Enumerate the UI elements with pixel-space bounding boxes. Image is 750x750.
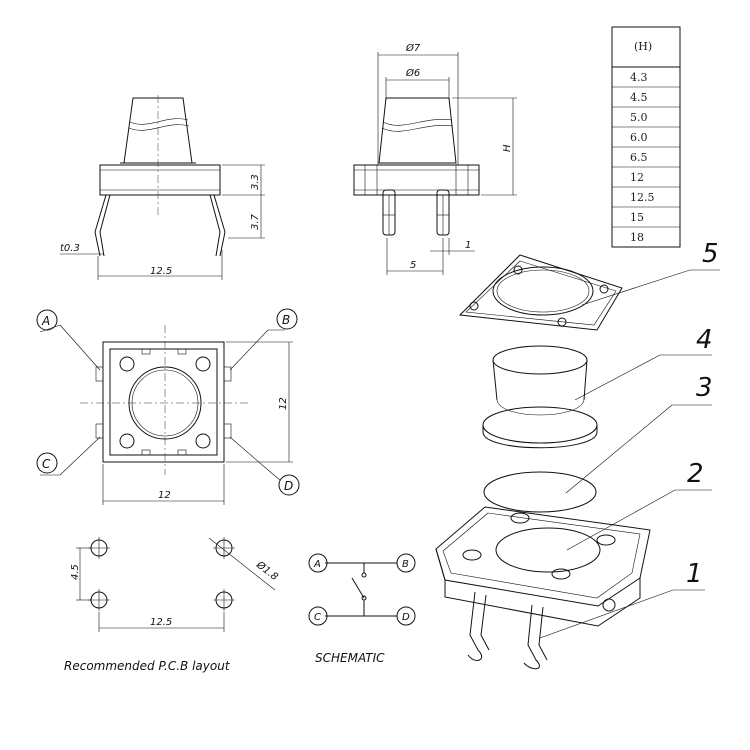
height-table-row: 15 bbox=[630, 211, 644, 224]
height-table-row: 6.0 bbox=[630, 131, 648, 144]
dim-5: 5 bbox=[410, 260, 416, 271]
top-view: A B C D 12 12 bbox=[36, 308, 300, 505]
pcb-hole bbox=[213, 589, 235, 611]
part-5-label: 5 bbox=[702, 239, 719, 269]
schematic-caption: SCHEMATIC bbox=[315, 651, 385, 665]
height-table-row: 18 bbox=[630, 231, 644, 244]
height-table: (H) 4.3 4.5 5.0 6.0 6.5 12 12.5 15 18 bbox=[611, 26, 681, 248]
part-2-label: 2 bbox=[687, 459, 704, 489]
dim-d6: Ø6 bbox=[405, 67, 420, 79]
dim-1: 1 bbox=[465, 240, 471, 251]
schematic-pin-a: A bbox=[313, 559, 321, 570]
dim-12-5-front: 12.5 bbox=[150, 266, 172, 277]
height-table-row: 4.5 bbox=[630, 91, 648, 104]
pin-d-label: D bbox=[284, 479, 293, 493]
part-3-label: 3 bbox=[696, 373, 713, 403]
dim-pcb-4-5: 4.5 bbox=[70, 564, 81, 580]
exploded-view: 5 4 3 2 1 bbox=[435, 239, 720, 670]
part-4-label: 4 bbox=[696, 325, 713, 355]
schematic: A B C D SCHEMATIC bbox=[308, 553, 416, 665]
dim-3-7: 3.7 bbox=[250, 213, 261, 230]
pin-c-label: C bbox=[42, 457, 51, 471]
dim-12-width: 12 bbox=[158, 490, 171, 501]
schematic-pin-b: B bbox=[402, 559, 409, 570]
part-1-label: 1 bbox=[686, 559, 703, 589]
pcb-layout-caption: Recommended P.C.B layout bbox=[64, 659, 231, 673]
dim-pcb-d1-8: Ø1.8 bbox=[253, 558, 280, 583]
pin-b-label: B bbox=[282, 313, 290, 327]
dim-3-3: 3.3 bbox=[250, 174, 261, 190]
schematic-pin-d: D bbox=[402, 612, 410, 623]
side-view: Ø7 Ø6 H 5 1 bbox=[353, 42, 517, 275]
dim-h: H bbox=[502, 144, 513, 152]
schematic-pin-c: C bbox=[314, 612, 321, 623]
height-table-row: 6.5 bbox=[630, 151, 648, 164]
front-view: 3.3 3.7 12.5 t0.3 bbox=[60, 95, 265, 280]
height-table-row: 4.3 bbox=[630, 71, 648, 84]
height-table-row: 12.5 bbox=[630, 191, 655, 204]
height-table-row: 5.0 bbox=[630, 111, 648, 124]
dim-t0-3: t0.3 bbox=[60, 243, 80, 254]
pcb-layout: 4.5 Ø1.8 12.5 Recommended P.C.B layout bbox=[64, 537, 280, 673]
dim-12-height: 12 bbox=[278, 397, 289, 410]
dim-pcb-12-5: 12.5 bbox=[150, 617, 172, 628]
pin-a-label: A bbox=[41, 314, 50, 328]
height-table-header: (H) bbox=[634, 40, 652, 53]
pcb-hole bbox=[213, 537, 235, 559]
dim-d7: Ø7 bbox=[405, 42, 421, 54]
height-table-row: 12 bbox=[630, 171, 644, 184]
